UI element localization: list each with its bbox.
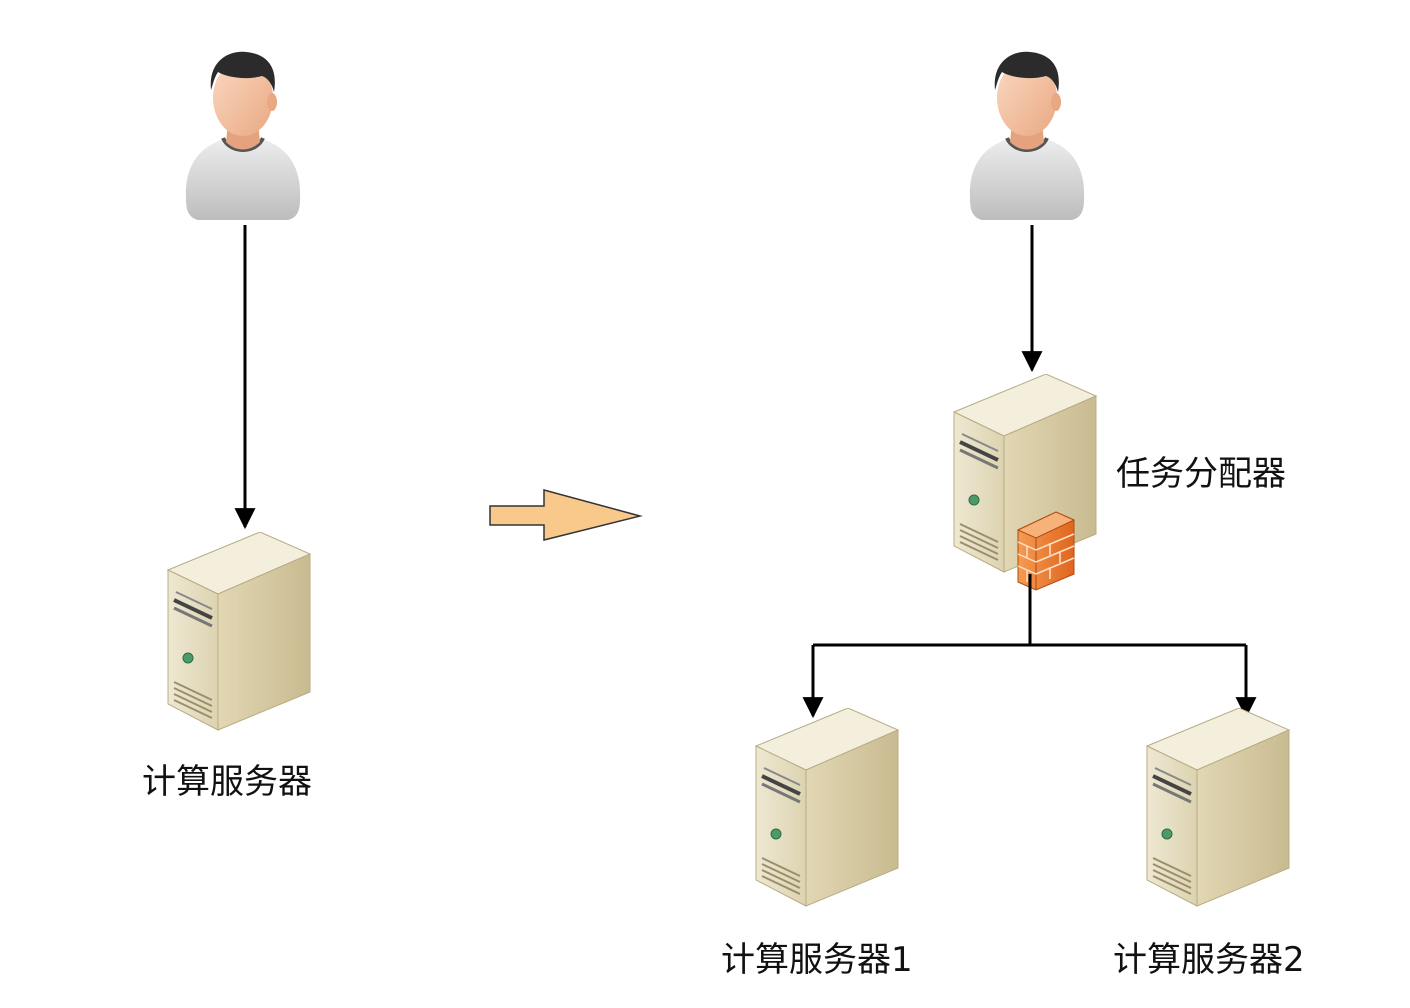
compute-server-1-icon [754,708,900,908]
right-user-icon [967,50,1087,223]
compute-server-2-label: 计算服务器2 [1113,940,1305,980]
compute-server-2-icon [1145,708,1291,908]
firewall-icon [1016,511,1076,591]
compute-server-1-label: 计算服务器1 [721,940,913,980]
right-arrow-icon [489,489,643,541]
dispatcher-to-servers-connector [802,574,1257,719]
left-server-label: 计算服务器 [142,762,312,802]
dispatcher-label: 任务分配器 [1116,454,1286,494]
left-user-icon [183,50,303,223]
left-server-icon [166,532,312,732]
